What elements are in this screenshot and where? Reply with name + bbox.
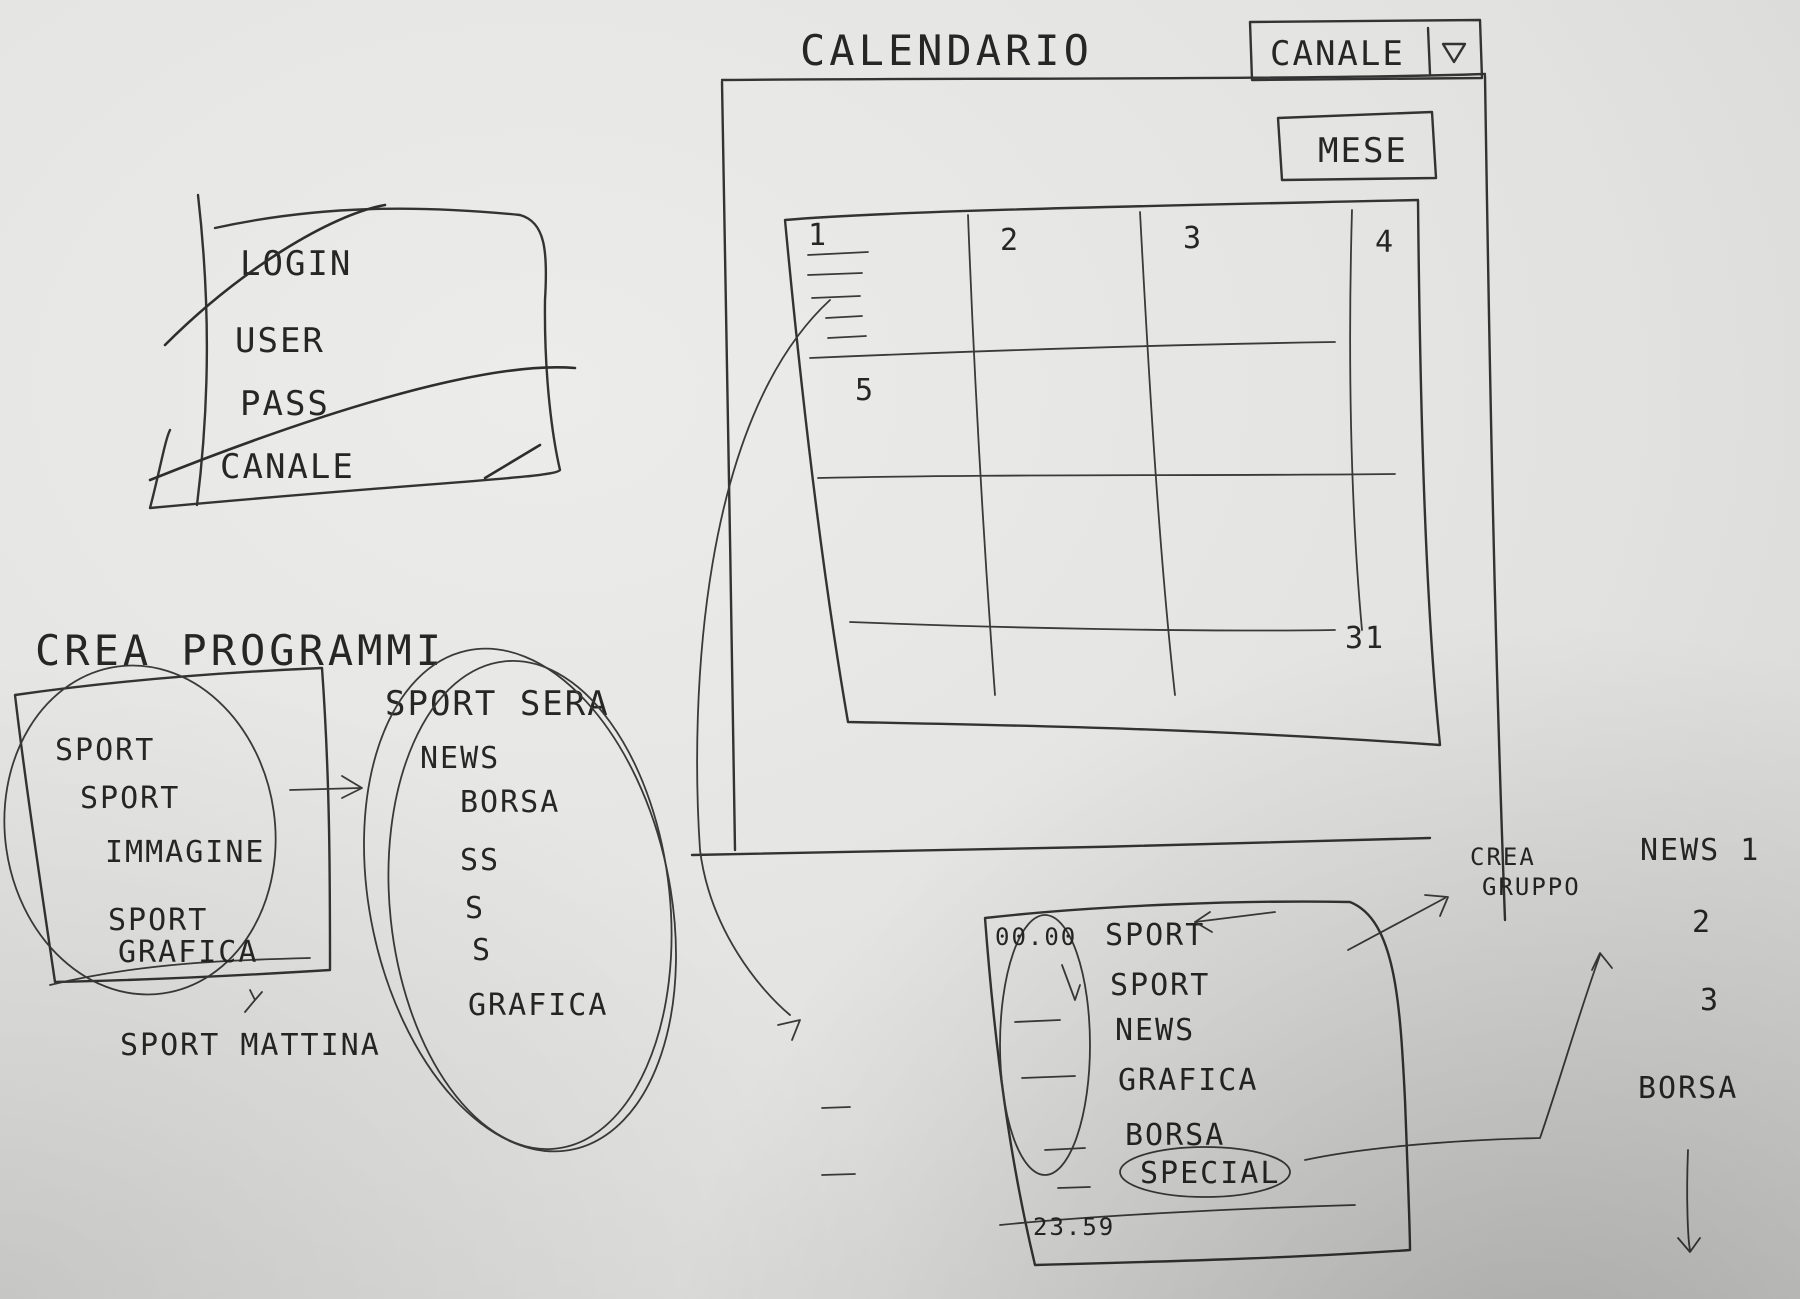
month-button-label: MESE — [1318, 131, 1408, 171]
month-button[interactable]: MESE — [1276, 110, 1438, 182]
calendar-panel: CALENDARIO CANALE MESE 1 — [690, 18, 1507, 1041]
schedule-start-time: 00.00 — [995, 923, 1077, 951]
selection-ellipse — [3, 664, 277, 996]
sport-sera-panel: SPORT SERA NEWS BORSA SS S S GRAFICA — [363, 647, 677, 1153]
calendar-title: CALENDARIO — [800, 26, 1093, 75]
calendar-grid — [783, 198, 1442, 747]
login-user-field[interactable]: USER — [235, 321, 325, 361]
login-pass-field[interactable]: PASS — [240, 384, 330, 424]
scroll-down-arrow[interactable] — [1686, 1149, 1691, 1251]
sport-sera-item-ss[interactable]: SS — [460, 843, 500, 878]
calendar-frame-bottom — [690, 836, 1432, 857]
chevron-down-icon-list — [1677, 1237, 1701, 1253]
group-item-2[interactable]: 2 — [1692, 905, 1712, 940]
day-schedule-panel: 00.00 23.59 SPORT SPORT NEWS GRAFICA BOR… — [821, 894, 1613, 1267]
group-list: NEWS 1 2 3 BORSA — [1638, 833, 1760, 1253]
program-item-sport-3[interactable]: SPORT — [108, 903, 208, 938]
day-label-5[interactable]: 5 — [855, 373, 875, 408]
calendar-frame-right — [1483, 74, 1507, 922]
login-channel-field[interactable]: CANALE — [220, 447, 355, 487]
special-arrow-head — [1591, 952, 1613, 971]
schedule-item-sport-2[interactable]: SPORT — [1110, 968, 1210, 1003]
transition-arrow — [289, 787, 361, 791]
sport-arrow-head — [1194, 911, 1213, 933]
create-program-panel: CREA PROGRAMMI SPORT SPORT IMMAGINE SPOR… — [3, 626, 445, 1063]
program-item-immagine[interactable]: IMMAGINE — [105, 835, 266, 870]
special-arrow — [1304, 954, 1601, 1161]
create-group-label-2: GRUPPO — [1482, 873, 1581, 901]
group-item-borsa[interactable]: BORSA — [1638, 1071, 1738, 1106]
create-group-arrow-head — [1424, 894, 1449, 917]
sport-sera-heading: SPORT SERA — [385, 684, 610, 724]
transition-arrow-head — [341, 775, 363, 799]
day-label-1[interactable]: 1 — [808, 218, 828, 253]
create-group-panel[interactable]: CREA GRUPPO — [1470, 843, 1581, 901]
day-label-4[interactable]: 4 — [1375, 225, 1395, 260]
sport-sera-ellipse-2 — [387, 660, 673, 1150]
channel-dropdown-label: CANALE — [1270, 34, 1405, 74]
arrow-head — [777, 1019, 801, 1041]
day-label-31[interactable]: 31 — [1345, 621, 1385, 656]
calendar-frame-left — [720, 80, 737, 852]
create-program-heading: CREA PROGRAMMI — [35, 626, 445, 675]
create-group-label-1: CREA — [1470, 843, 1536, 871]
group-item-news-1[interactable]: NEWS 1 — [1640, 833, 1760, 868]
login-heading: LOGIN — [240, 244, 352, 284]
sport-sera-item-borsa[interactable]: BORSA — [460, 785, 560, 820]
schedule-item-grafica[interactable]: GRAFICA — [1118, 1063, 1258, 1098]
sport-sera-item-grafica[interactable]: GRAFICA — [468, 988, 608, 1023]
schedule-arrow — [1061, 964, 1081, 1001]
sport-sera-item-news[interactable]: NEWS — [420, 741, 500, 776]
create-group-arrow — [1347, 897, 1446, 951]
program-item-grafica[interactable]: GRAFICA — [118, 935, 258, 970]
day-1-events — [807, 251, 869, 339]
drill-down-arrow — [696, 299, 831, 1016]
sport-sera-item-s-2[interactable]: S — [472, 933, 492, 968]
sport-mattina-label: SPORT MATTINA — [120, 1028, 381, 1063]
program-item-sport-2[interactable]: SPORT — [80, 781, 180, 816]
schedule-selection-ellipse — [999, 914, 1091, 1176]
calendar-frame-top — [720, 72, 1487, 82]
sport-arrow — [1194, 911, 1276, 923]
schedule-item-sport-1[interactable]: SPORT — [1105, 918, 1205, 953]
pointer-arrow — [244, 989, 263, 1013]
program-item-sport-1[interactable]: SPORT — [55, 733, 155, 768]
special-highlight — [1119, 1146, 1291, 1198]
login-panel: LOGIN USER PASS CANALE — [148, 193, 577, 510]
sport-sera-item-s-1[interactable]: S — [465, 891, 485, 926]
group-item-3[interactable]: 3 — [1700, 983, 1720, 1018]
schedule-item-news[interactable]: NEWS — [1115, 1013, 1195, 1048]
schedule-end-time: 23.59 — [1033, 1213, 1115, 1241]
chevron-down-icon — [1441, 42, 1467, 64]
day-label-3[interactable]: 3 — [1183, 221, 1203, 256]
schedule-item-special[interactable]: SPECIAL — [1140, 1156, 1280, 1191]
channel-dropdown[interactable]: CANALE — [1248, 18, 1484, 82]
day-label-2[interactable]: 2 — [1000, 223, 1020, 258]
